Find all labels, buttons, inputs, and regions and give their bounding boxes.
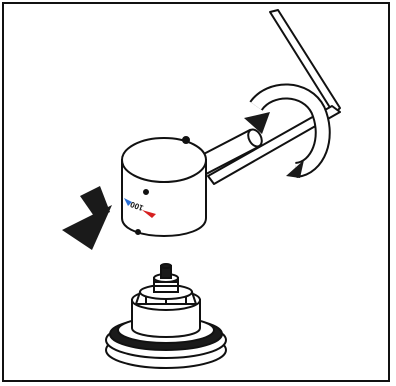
valve-cartridge-icon <box>106 264 226 368</box>
knob-screw-icon <box>136 230 140 234</box>
knob-hole-icon <box>144 190 148 194</box>
knob-pin-icon <box>183 137 189 143</box>
down-arrow-icon <box>62 186 112 250</box>
knob-icon <box>122 137 206 236</box>
